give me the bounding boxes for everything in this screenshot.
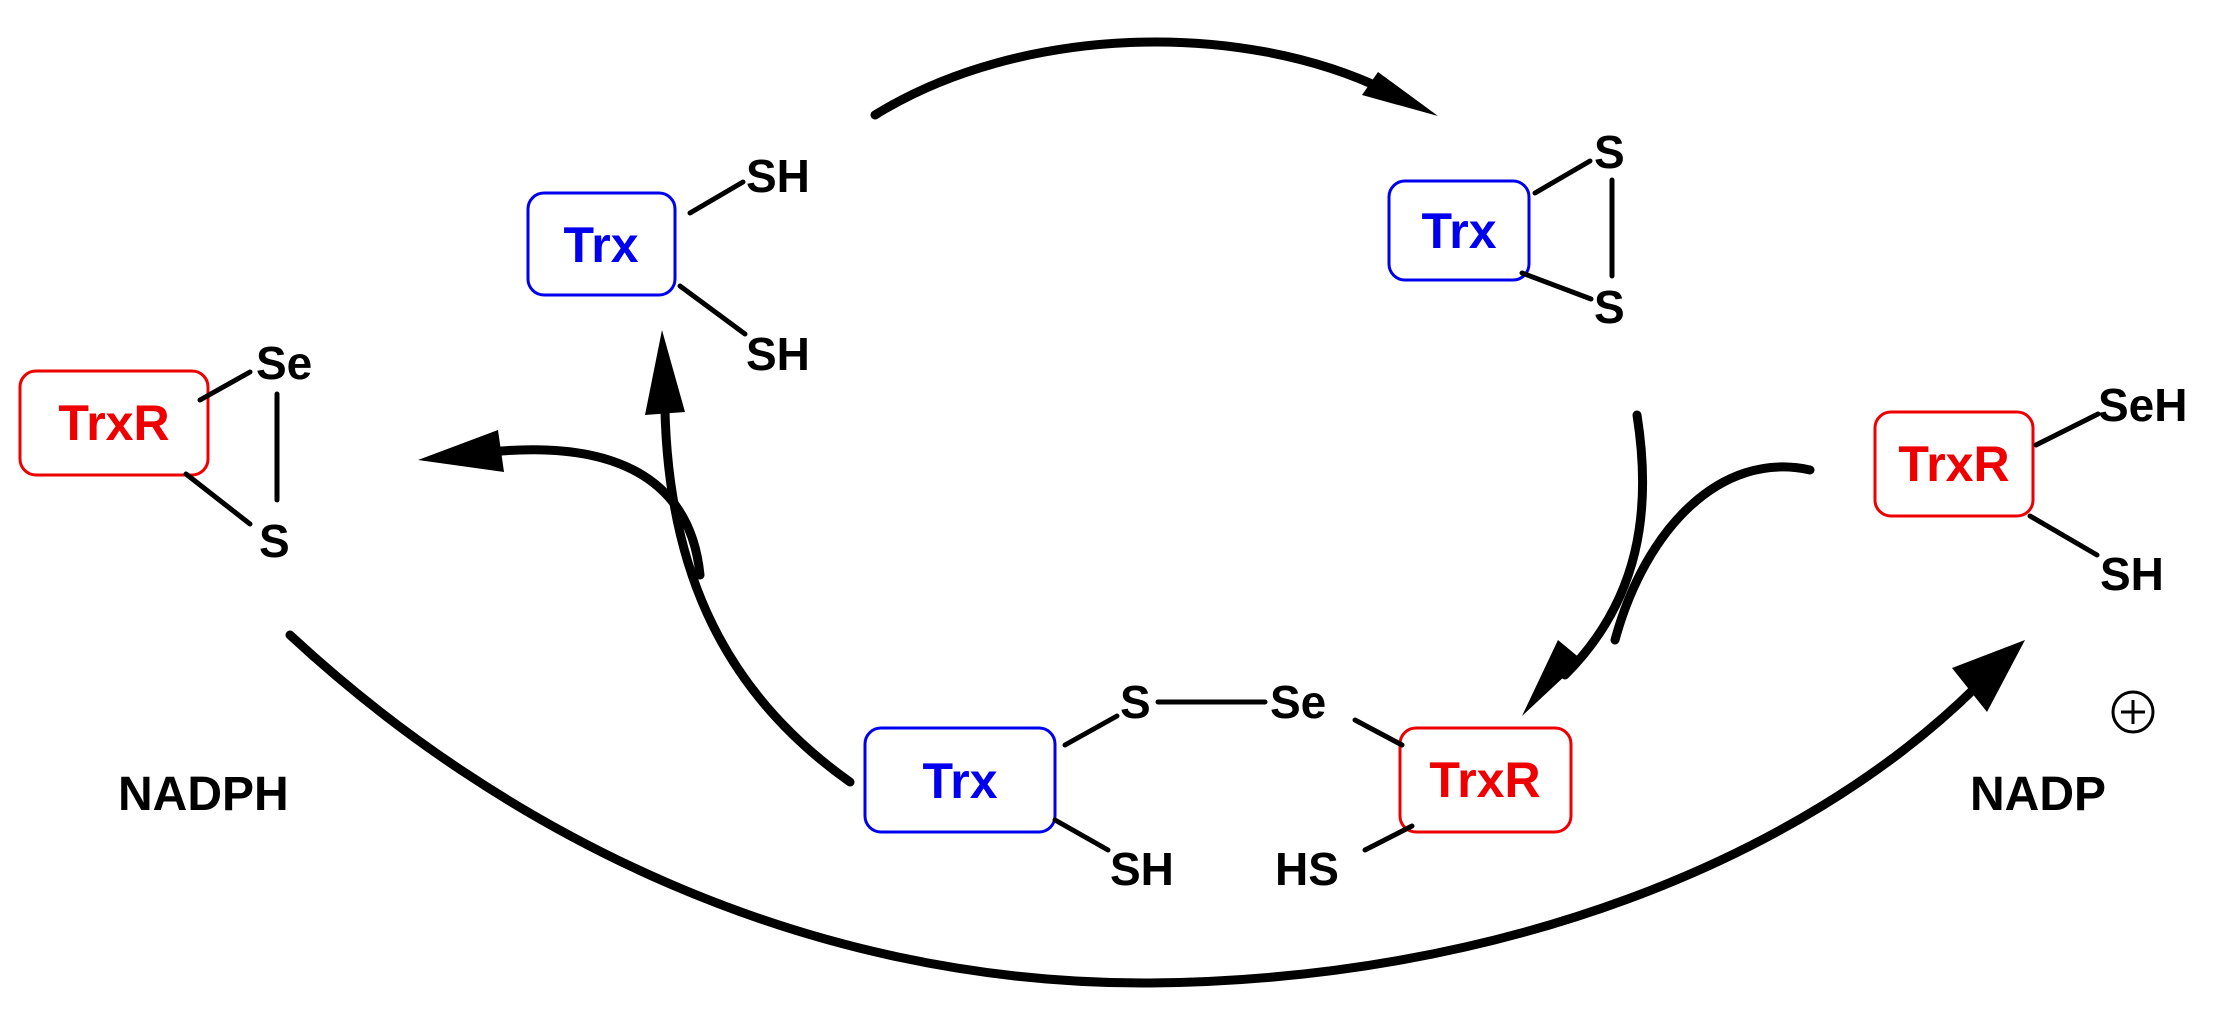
arrow-complex-to-trx bbox=[645, 330, 855, 787]
trxr-box bbox=[1398, 726, 1573, 834]
bond bbox=[2033, 411, 2101, 448]
trx-box bbox=[526, 191, 677, 297]
hs-group: HS bbox=[1275, 843, 1339, 895]
trx-label: Trx bbox=[1421, 203, 1496, 259]
bond bbox=[1519, 270, 1594, 302]
se-atom: Se bbox=[1270, 676, 1326, 728]
sh-group: SH bbox=[746, 150, 810, 202]
bond bbox=[1062, 713, 1120, 748]
bond bbox=[183, 471, 253, 527]
sh-group: SH bbox=[746, 328, 810, 380]
nadp-label: NADP bbox=[1970, 768, 2106, 821]
seh-group: SeH bbox=[2098, 379, 2187, 431]
sh-group: SH bbox=[1110, 843, 1174, 895]
trx-label: Trx bbox=[563, 217, 638, 273]
trxr-box bbox=[1873, 410, 2035, 518]
trx-oxidized: Trx S S bbox=[1387, 126, 1625, 333]
sh-group: SH bbox=[2100, 548, 2164, 600]
s-atom: S bbox=[1594, 281, 1625, 333]
se-atom: Se bbox=[256, 337, 312, 389]
trxr-box bbox=[18, 369, 210, 477]
bond bbox=[687, 179, 746, 216]
s-atom: S bbox=[1120, 676, 1151, 728]
trxr-oxidized: TrxR Se S bbox=[18, 337, 312, 567]
trx-label: Trx bbox=[922, 753, 997, 809]
s-atom: S bbox=[259, 515, 290, 567]
bond bbox=[197, 369, 253, 403]
arrow-trxr-release bbox=[418, 430, 705, 580]
bond bbox=[1532, 158, 1593, 196]
s-atom: S bbox=[1594, 126, 1625, 178]
bond bbox=[1352, 717, 1405, 748]
trx-trxr-complex: Trx TrxR S Se SH HS bbox=[863, 676, 1573, 895]
bond bbox=[1362, 823, 1415, 853]
arrow-trxr-input bbox=[1610, 462, 1815, 645]
positive-charge-icon bbox=[2111, 690, 2155, 734]
arrow-trx-oxidation bbox=[870, 37, 1438, 120]
trx-box bbox=[863, 726, 1057, 834]
bond bbox=[2027, 513, 2100, 558]
trx-box bbox=[1387, 179, 1531, 282]
bond bbox=[677, 283, 748, 337]
nadph-label: NADPH bbox=[118, 768, 289, 821]
arrow-trx-to-complex bbox=[1522, 410, 1648, 716]
trxr-label: TrxR bbox=[58, 395, 169, 451]
trxr-label: TrxR bbox=[1898, 436, 2009, 492]
trx-reduced: Trx SH SH bbox=[526, 150, 810, 380]
trxr-reduced: TrxR SeH SH bbox=[1873, 379, 2187, 600]
arrow-nadph-reduction bbox=[285, 630, 2025, 988]
bond bbox=[1052, 817, 1111, 853]
trxr-label: TrxR bbox=[1429, 752, 1540, 808]
